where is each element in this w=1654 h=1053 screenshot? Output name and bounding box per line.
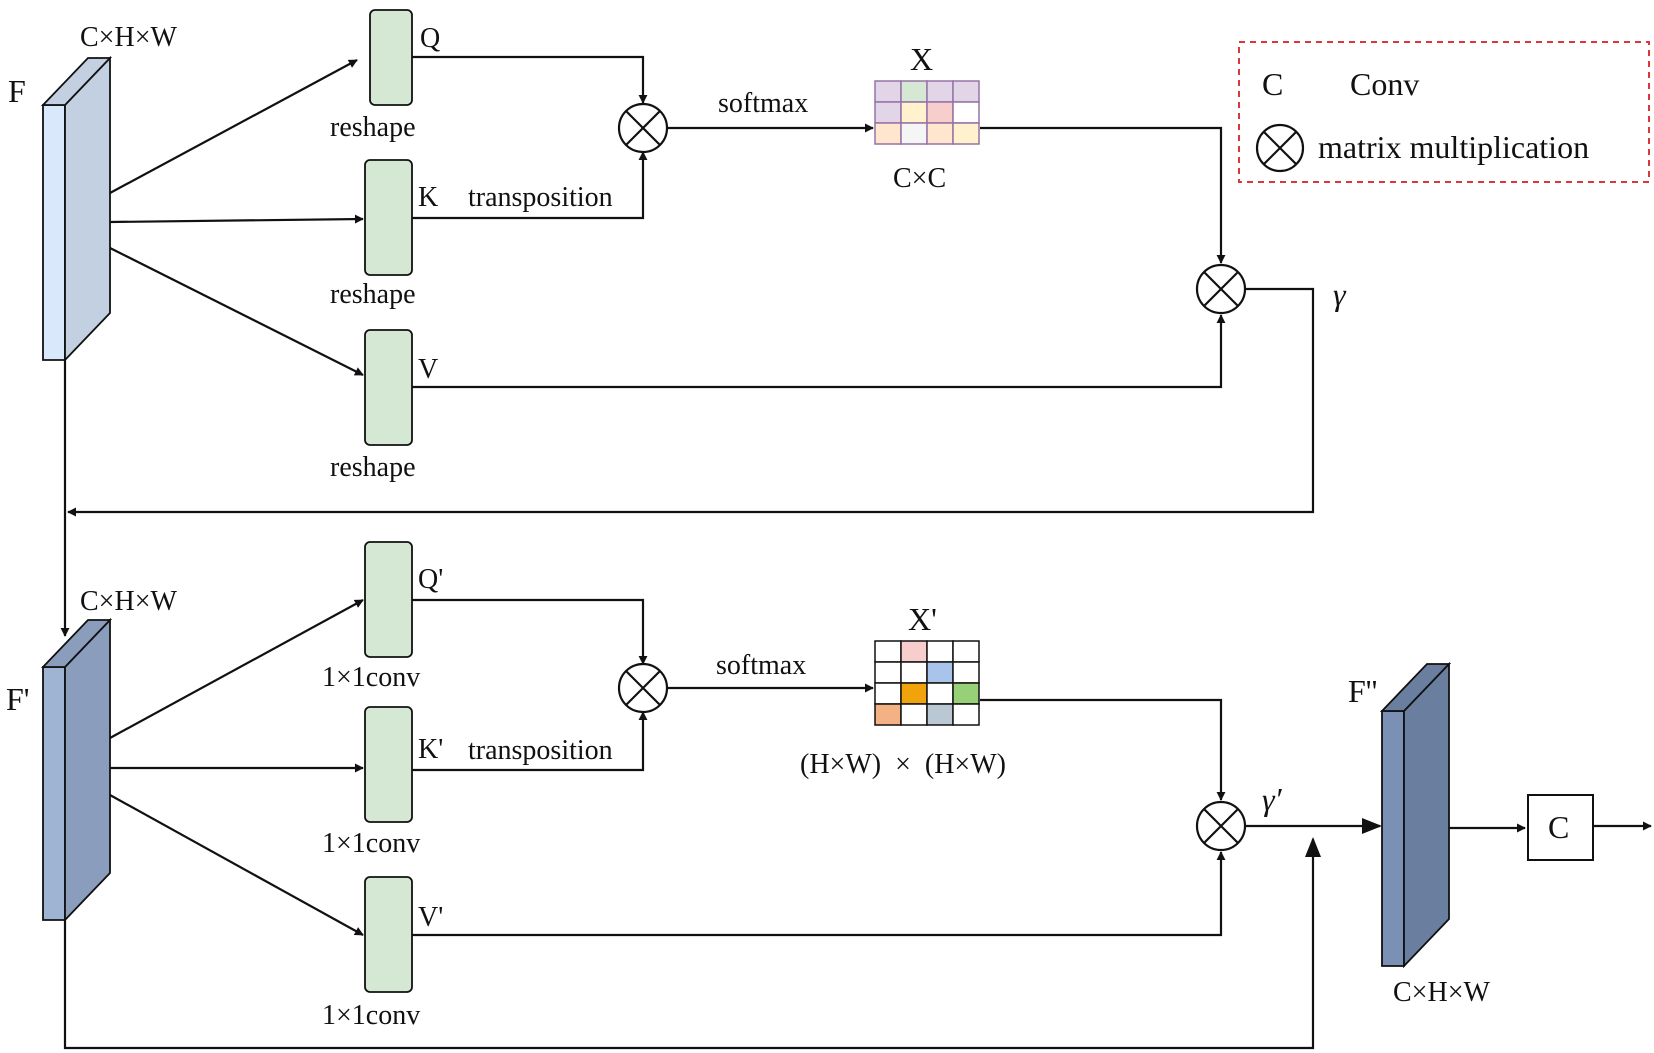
block-Q-prime bbox=[364, 541, 413, 658]
label-hwhw: (H×W) × (H×W) bbox=[800, 749, 1006, 780]
arrow-Xprime-to-matmul bbox=[980, 698, 1226, 801]
channel-attention-matrix bbox=[874, 80, 980, 145]
label-cc: C×C bbox=[893, 163, 946, 194]
label-dims-out: C×H×W bbox=[1393, 977, 1490, 1008]
matrix-cell bbox=[926, 703, 954, 726]
feature-map-F-double-prime bbox=[1379, 661, 1452, 969]
legend-matmul-icon bbox=[1255, 123, 1305, 173]
arrow-Fprime-to-Vprime bbox=[109, 794, 364, 936]
matrix-cell bbox=[926, 122, 954, 145]
matrix-cell bbox=[952, 703, 980, 726]
label-reshape-q: reshape bbox=[330, 112, 416, 143]
label-V-prime: V' bbox=[418, 902, 443, 933]
feature-map-F bbox=[40, 55, 113, 363]
arrow-Qprime-to-matmul bbox=[412, 598, 648, 665]
legend-conv-text: Conv bbox=[1350, 66, 1419, 102]
block-Q bbox=[369, 9, 413, 106]
label-V: V bbox=[418, 354, 438, 385]
arrow-V-to-matmul bbox=[412, 314, 1226, 389]
label-X-prime: X' bbox=[908, 601, 937, 637]
arrow-F-to-K bbox=[109, 214, 364, 224]
label-softmax-bottom: softmax bbox=[716, 650, 806, 681]
label-F-prime: F' bbox=[6, 681, 30, 717]
matrix-cell bbox=[952, 640, 980, 663]
legend-matmul-text: matrix multiplication bbox=[1318, 129, 1589, 165]
matrix-cell bbox=[926, 101, 954, 124]
arrow-gamma-feedback bbox=[67, 287, 1315, 517]
matrix-cell bbox=[900, 682, 928, 705]
feature-map-F-prime bbox=[40, 617, 113, 923]
label-K: K bbox=[418, 182, 438, 213]
conv-block bbox=[1527, 794, 1594, 861]
label-K-prime: K' bbox=[418, 734, 443, 765]
matmul-op-1 bbox=[617, 102, 669, 154]
label-X: X bbox=[910, 41, 933, 77]
matrix-cell bbox=[874, 640, 902, 663]
matrix-cell bbox=[952, 101, 980, 124]
matrix-cell bbox=[926, 682, 954, 705]
arrow-F-to-Q bbox=[109, 59, 358, 194]
label-dims-top: C×H×W bbox=[80, 22, 177, 53]
label-conv-v: 1×1conv bbox=[322, 1000, 420, 1031]
matrix-cell bbox=[900, 80, 928, 103]
label-Q: Q bbox=[420, 23, 440, 54]
matrix-cell bbox=[900, 101, 928, 124]
label-dims-mid: C×H×W bbox=[80, 586, 177, 617]
block-V bbox=[364, 329, 413, 446]
matrix-cell bbox=[900, 122, 928, 145]
matrix-cell bbox=[952, 122, 980, 145]
block-K bbox=[364, 159, 413, 276]
label-conv-q: 1×1conv bbox=[322, 662, 420, 693]
matrix-cell bbox=[900, 661, 928, 684]
label-Q-prime: Q' bbox=[418, 564, 443, 595]
matrix-cell bbox=[874, 661, 902, 684]
matmul-op-4 bbox=[1195, 800, 1247, 852]
label-conv-block: C bbox=[1548, 809, 1569, 845]
arrow-Q-to-matmul bbox=[412, 55, 648, 104]
matrix-cell bbox=[900, 640, 928, 663]
arrow-F-to-V bbox=[109, 247, 364, 376]
matrix-cell bbox=[874, 101, 902, 124]
legend-conv-symbol: C bbox=[1262, 66, 1283, 102]
matrix-cell bbox=[874, 703, 902, 726]
matrix-cell bbox=[900, 703, 928, 726]
arrow-skip-connection bbox=[63, 837, 1321, 1050]
label-gamma: γ bbox=[1333, 276, 1347, 312]
label-reshape-k: reshape bbox=[330, 279, 416, 310]
matmul-op-2 bbox=[1195, 263, 1247, 315]
block-K-prime bbox=[364, 706, 413, 823]
matmul-op-3 bbox=[617, 662, 669, 714]
matrix-cell bbox=[926, 661, 954, 684]
label-F: F bbox=[8, 73, 26, 109]
label-reshape-v: reshape bbox=[330, 452, 416, 483]
position-attention-matrix bbox=[874, 640, 980, 726]
matrix-cell bbox=[874, 682, 902, 705]
legend-box: C Conv matrix multiplication bbox=[1238, 41, 1650, 183]
matrix-cell bbox=[874, 80, 902, 103]
arrow-Vprime-to-matmul bbox=[412, 851, 1226, 937]
label-transposition-top: transposition bbox=[468, 182, 613, 213]
label-gamma-prime: γ′ bbox=[1262, 781, 1283, 817]
label-conv-k: 1×1conv bbox=[322, 828, 420, 859]
matrix-cell bbox=[874, 122, 902, 145]
matrix-cell bbox=[926, 80, 954, 103]
label-F-double-prime: F'' bbox=[1348, 673, 1377, 709]
arrow-Kprime-to-matmul bbox=[412, 711, 648, 772]
arrow-X-to-matmul bbox=[980, 126, 1226, 264]
matrix-cell bbox=[952, 661, 980, 684]
arrow-K-to-matmul bbox=[412, 151, 648, 220]
label-transposition-bottom: transposition bbox=[468, 735, 613, 766]
matrix-cell bbox=[952, 80, 980, 103]
matrix-cell bbox=[952, 682, 980, 705]
arrow-Fprime-to-Qprime bbox=[109, 599, 364, 739]
matrix-cell bbox=[926, 640, 954, 663]
block-V-prime bbox=[364, 876, 413, 993]
label-softmax-top: softmax bbox=[718, 88, 808, 119]
